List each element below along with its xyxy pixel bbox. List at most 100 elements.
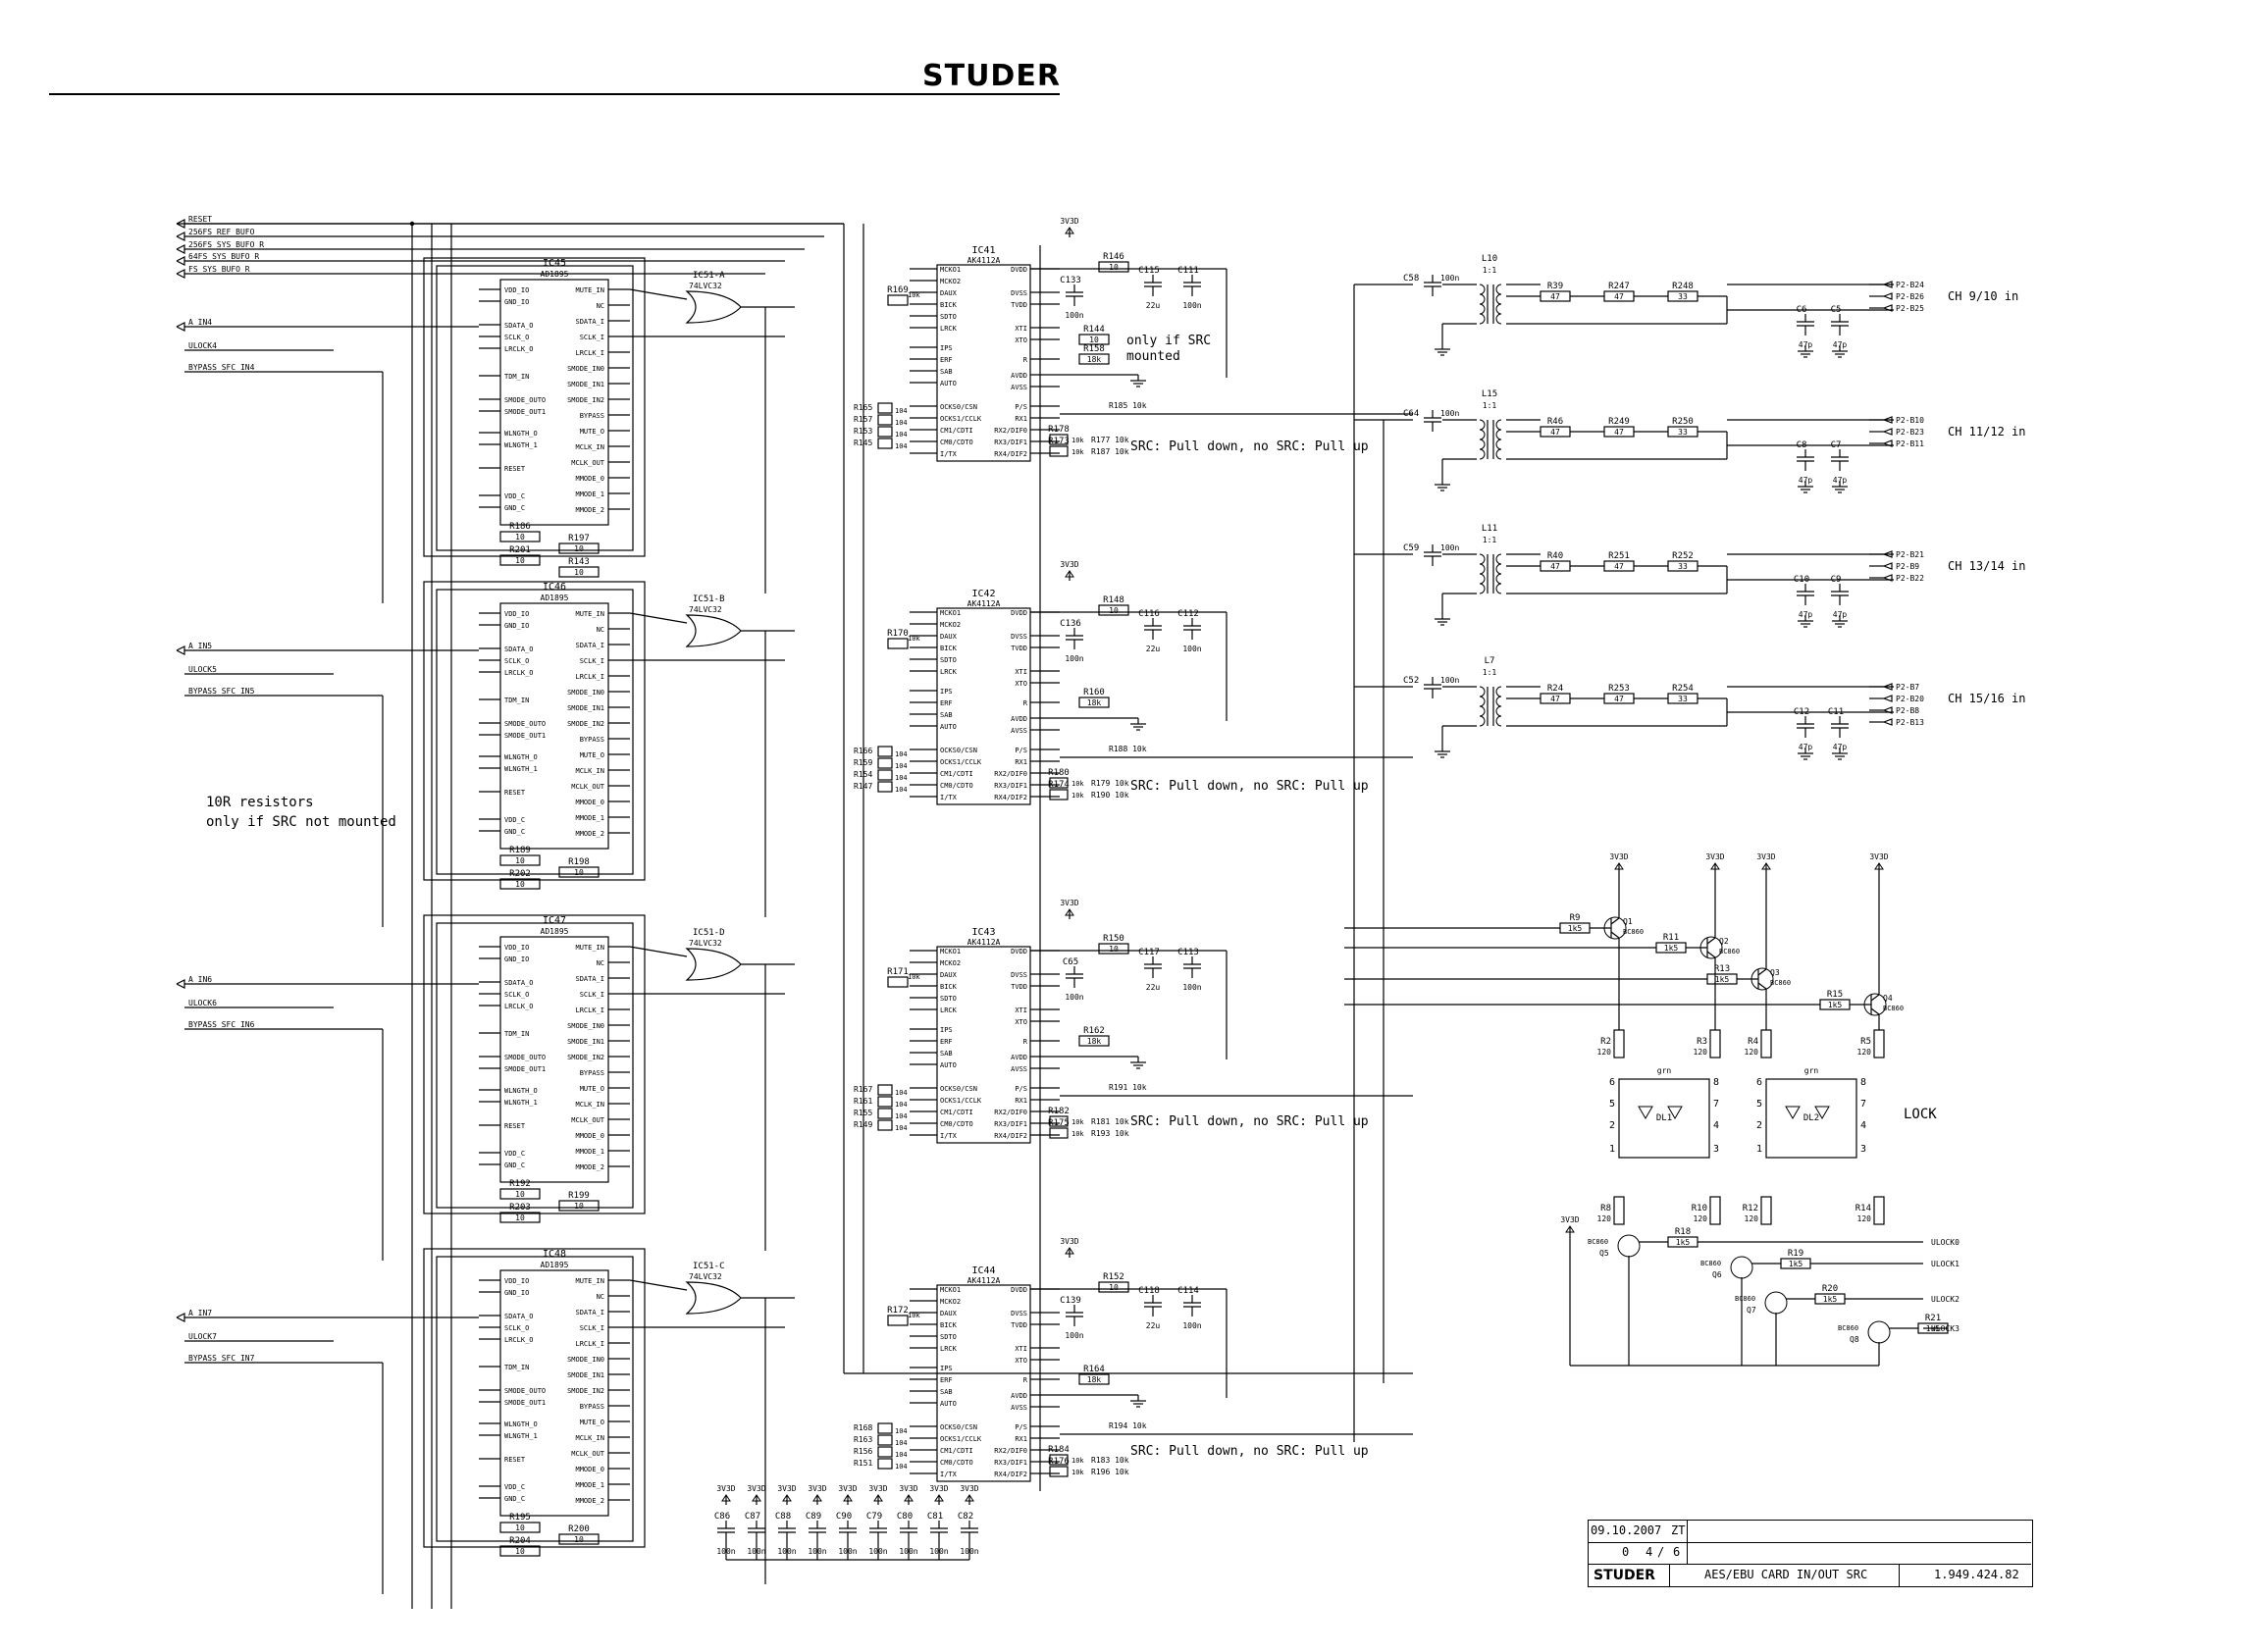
- ak-pin-left: DAUX: [940, 289, 958, 297]
- resistor-ref: R18: [1675, 1227, 1691, 1237]
- resistor-ref: R192: [509, 1179, 531, 1189]
- ak-rx-resistor: [1049, 445, 1069, 457]
- ad-pin-left: WLNGTH_1: [504, 765, 538, 773]
- transformer-ratio: 1:1: [1483, 266, 1497, 275]
- gate-input-wire: [629, 612, 688, 624]
- ak-pin-right: XTI: [1015, 325, 1027, 333]
- resistor-ref: R13: [1714, 964, 1730, 974]
- transistor-collector: [1706, 951, 1716, 958]
- ak-pin-right: RX3/DIF1: [994, 1120, 1027, 1128]
- transistor-type: BC860: [1770, 979, 1791, 987]
- resistor-ref: R197: [568, 534, 590, 543]
- resistor-r4: [558, 566, 600, 578]
- ak-pin-left: MCKO2: [940, 959, 961, 967]
- connector-pin-label: P2-B7: [1896, 683, 1919, 692]
- resistor-ref: R174: [1048, 780, 1070, 790]
- transformer-coil-left: [1479, 429, 1486, 440]
- input-port: [176, 232, 185, 241]
- ak-pin-left: DAUX: [940, 633, 958, 641]
- transistor-collector: [1610, 931, 1620, 939]
- ak-pin-left: SDTO: [940, 995, 957, 1003]
- resistor-ref: R254: [1672, 684, 1694, 694]
- resistor-value: 10: [515, 1213, 525, 1222]
- transformer-coil-left: [1479, 573, 1486, 585]
- ak-pin-left: OCKS0/CSN: [940, 747, 977, 754]
- ad-pin-left: RESET: [504, 465, 526, 473]
- gate-ref: IC51-C: [693, 1262, 725, 1271]
- led-pin: 7: [1860, 1099, 1866, 1110]
- ad-pin-right: SMODE_IN0: [567, 365, 604, 373]
- resistor-ref: R158: [1083, 344, 1105, 354]
- vcc-arrow: [873, 1494, 883, 1502]
- ad-pin-left: SCLK_O: [504, 1324, 529, 1332]
- ak-rx-resistor-b: R183 10k: [1091, 1456, 1129, 1465]
- cap-value: 47p: [1833, 476, 1848, 485]
- gate-part: 74LVC32: [689, 605, 722, 614]
- ak-rx-resistor-d: R187 10k: [1091, 447, 1129, 456]
- cap-value: 100n: [1065, 311, 1083, 320]
- cap-value: 100n: [1182, 645, 1201, 653]
- ak-pin-left: MCKO1: [940, 609, 961, 617]
- ak-config-resistor-ref: R166: [854, 747, 872, 755]
- connector-pin: [1883, 416, 1893, 424]
- input-port: [176, 979, 185, 989]
- transistor-ref: Q7: [1747, 1306, 1756, 1315]
- input-port: [176, 322, 185, 332]
- ad-input-label: A_IN7: [188, 1309, 212, 1317]
- ad-pin-right: SMODE_IN1: [567, 1371, 604, 1379]
- ak-config-resistor: [877, 426, 893, 438]
- resistor-ref: R204: [509, 1536, 531, 1546]
- resistor-r2: [558, 1533, 600, 1545]
- ak-pin-left: SDTO: [940, 656, 957, 664]
- led-pin: 5: [1609, 1099, 1615, 1110]
- ak-pin-left: BICK: [940, 1321, 958, 1329]
- resistor-value: 10: [1109, 1283, 1119, 1292]
- cap-ref: C80: [897, 1512, 913, 1522]
- lock-emitter-resistor: [1613, 1196, 1625, 1225]
- ak-pin-right: RX4/DIF2: [994, 1132, 1027, 1140]
- cap-value: 100n: [1065, 1331, 1083, 1340]
- ad-pin-left: SCLK_O: [504, 334, 529, 341]
- ad-pin-left: VDD_IO: [504, 944, 529, 952]
- resistor-value: 10k: [908, 973, 920, 981]
- studer-logo: STUDER: [922, 59, 1061, 93]
- ak-pin-right: DVSS: [1011, 971, 1027, 979]
- ad-ref: IC48: [543, 1249, 566, 1260]
- ak-pin-right: DVDD: [1011, 609, 1027, 617]
- resistor-value: 10: [574, 568, 584, 577]
- ak-rx-resistor: [1049, 789, 1069, 800]
- cap-ref: C90: [836, 1512, 852, 1522]
- ad-inner-frame: [436, 922, 634, 1209]
- channel-cap-ref: C58: [1403, 274, 1419, 284]
- ak-pin-right: AVSS: [1011, 727, 1027, 735]
- ak-pin-right: RX2/DIF0: [994, 770, 1027, 778]
- ak-pin-left: AUTO: [940, 1061, 957, 1069]
- tb-rev: 0: [1622, 1545, 1630, 1559]
- resistor-ref: R203: [509, 1203, 531, 1213]
- cap-ref: C114: [1177, 1286, 1199, 1296]
- note-resistors-1: 10R resistors: [206, 795, 314, 810]
- resistor-ref: R202: [509, 869, 531, 879]
- cap-value: 47p: [1799, 476, 1813, 485]
- ak-pin-left: SAB: [940, 1050, 953, 1058]
- connector-pin-label: P2-B8: [1896, 706, 1919, 715]
- ad-input-label: A_IN6: [188, 975, 212, 984]
- ak-pin-left: SDTO: [940, 1333, 957, 1341]
- led-package: [1618, 1078, 1710, 1159]
- resistor-r2: [558, 866, 600, 878]
- ak-pin-left: I/TX: [940, 794, 958, 801]
- transformer-coil-left: [1479, 686, 1486, 697]
- transistor-body: [1863, 993, 1887, 1016]
- channel-cap-ref: C64: [1403, 409, 1419, 419]
- ak-pin-right: AVDD: [1011, 372, 1027, 380]
- resistor-ref: R189: [509, 846, 531, 855]
- resistor-ref: R169: [887, 285, 909, 295]
- ad-ref: IC47: [543, 915, 566, 926]
- ak-pin-right: TVDD: [1011, 983, 1027, 991]
- resistor-ref: R12: [1743, 1204, 1758, 1213]
- resistor-ref: R182: [1048, 1107, 1070, 1116]
- transformer-coil-left: [1479, 313, 1486, 325]
- ad-pin-left: SDATA_O: [504, 1313, 534, 1320]
- resistor-value: 18k: [1087, 1037, 1102, 1046]
- transistor-type: BC860: [1735, 1295, 1755, 1303]
